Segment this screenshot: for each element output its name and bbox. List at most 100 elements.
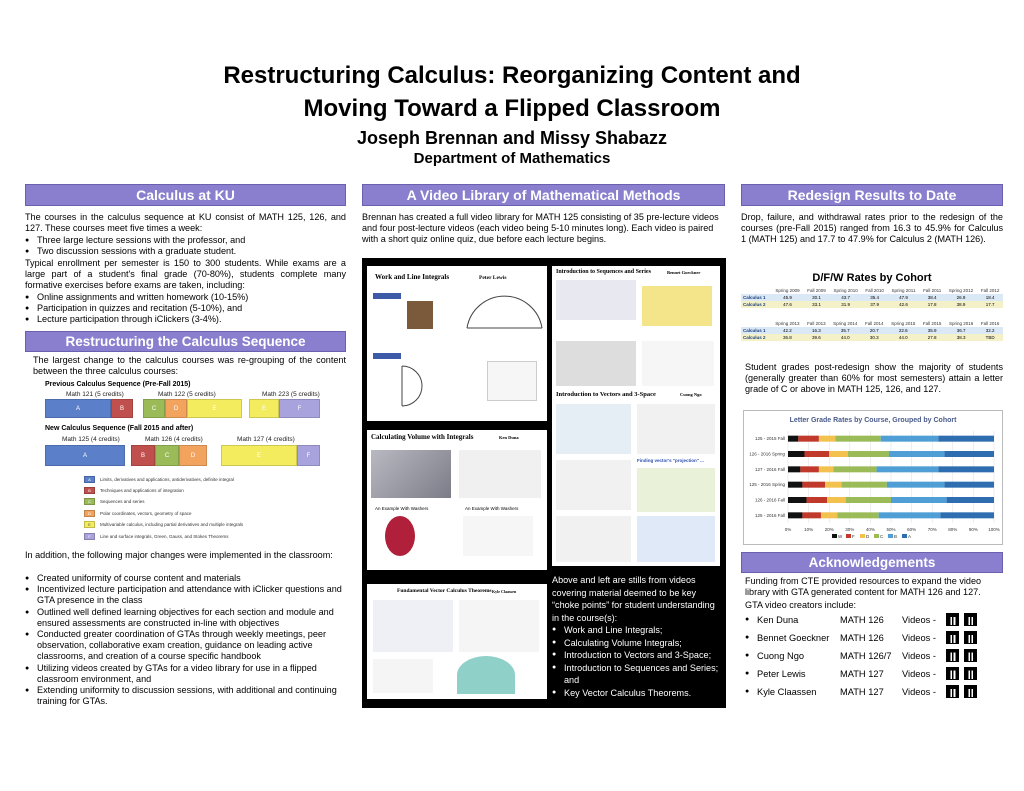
qr-code-icon[interactable] [964, 685, 977, 698]
legend-label: Limits, derivatives and applications, an… [100, 477, 234, 482]
bar-segment [827, 497, 846, 503]
legend-swatch: F [84, 533, 95, 540]
bar-segment [938, 435, 994, 442]
creator-videos: Videos - [902, 632, 936, 643]
bar-segment [878, 512, 941, 519]
slide-tag [373, 293, 401, 299]
table-header: Fall 2014 [864, 321, 884, 326]
legend-label: Multivariable calculus, including partia… [100, 522, 244, 527]
legend-label: Sequences and series [100, 499, 145, 504]
still-author: Peter Lewis [479, 275, 507, 281]
list-item: Two discussion sessions with a graduate … [25, 246, 346, 257]
legend-swatch: E [84, 521, 95, 528]
chart-title: Letter Grade Rates by Course, Grouped by… [790, 417, 958, 424]
list-item: Key Vector Calculus Theorems. [552, 687, 720, 700]
table-header: Fall 2010 [865, 288, 884, 293]
ack-text: Funding from CTE provided resources to e… [745, 576, 982, 598]
qr-code-icon[interactable] [946, 667, 959, 680]
table-cell: 35.9 [927, 328, 937, 333]
still-vectors-3space: Introduction to Vectors and 3-Space Cuon… [552, 388, 720, 518]
qr-code-icon[interactable] [946, 685, 959, 698]
new-sequence-heading: New Calculus Sequence (Fall 2015 and aft… [45, 425, 194, 432]
banner-redesign-results: Redesign Results to Date [741, 184, 1003, 206]
still-title: Work and Line Integrals [375, 273, 450, 281]
x-tick-label: 80% [948, 527, 957, 532]
legend-swatch: D [84, 510, 95, 517]
still-fundamental-theorems: Fundamental Vector Calculus Theorems Kyl… [367, 584, 547, 699]
segment-f: F [279, 399, 320, 418]
segment-b: B [131, 445, 155, 466]
x-tick-label: 70% [928, 527, 937, 532]
bar-segment [940, 512, 994, 519]
list-item: Lecture participation through iClickers … [25, 314, 346, 325]
category-label: 125 - 2015 Fall [755, 436, 785, 441]
legend-swatch [888, 534, 893, 538]
table-cell: 26.9 [956, 295, 966, 300]
bar-segment [880, 435, 939, 442]
list-item: Extending uniformity to discussion sessi… [25, 685, 346, 707]
plot-image [556, 280, 636, 320]
segment-d: D [165, 399, 187, 418]
bar-segment [891, 497, 947, 503]
qr-code-icon[interactable] [946, 649, 959, 662]
qr-code-icon[interactable] [946, 613, 959, 626]
table-cell: 30.1 [812, 295, 821, 300]
qr-code-icon[interactable] [964, 667, 977, 680]
creator-name: Peter Lewis [757, 668, 806, 679]
table-cell: 31.9 [841, 302, 850, 307]
row-label: Calculus 1 [743, 328, 766, 333]
still-title: Introduction to Sequences and Series [556, 269, 651, 275]
formula-box [642, 341, 714, 386]
table-header: Fall 2016 [980, 321, 1000, 326]
bar-segment [944, 451, 994, 457]
segment-d: D [179, 445, 207, 466]
creator-videos: Videos - [902, 650, 936, 661]
bar-segment [800, 466, 819, 473]
table-cell: 16.3 [811, 328, 821, 333]
list-item: Work and Line Integrals; [552, 624, 720, 637]
banner-acknowledgements: Acknowledgements [741, 552, 1003, 573]
bar-segment [804, 451, 830, 457]
table-cell: TBD [985, 335, 995, 340]
video-stills-panel: Work and Line Integrals Peter Lewis Intr… [362, 258, 726, 708]
table-header: Fall 2013 [807, 321, 826, 326]
table-header: Spring 2014 [833, 321, 858, 326]
bar-segment [944, 481, 994, 488]
category-label: 126 - 2016 Fall [755, 498, 785, 503]
qr-code-icon[interactable] [964, 631, 977, 644]
still-title: Fundamental Vector Calculus Theorems [397, 588, 492, 594]
table-cell: 38.3 [956, 335, 966, 340]
qr-code-icon[interactable] [964, 613, 977, 626]
bar-segment [802, 481, 826, 488]
x-tick-label: 60% [907, 527, 916, 532]
legend-swatch: B [84, 487, 95, 494]
bar-segment [788, 512, 803, 519]
still-author: Bennet Goeckner [667, 270, 701, 275]
table-header: Spring 2011 [891, 288, 916, 293]
table-header: Fall 2015 [922, 321, 942, 326]
arc-diagram [466, 295, 543, 329]
qr-code-icon[interactable] [946, 631, 959, 644]
bar-segment [938, 466, 994, 473]
segment-b: B [111, 399, 133, 418]
list-item: ● Bennet Goeckner MATH 126 Videos - [745, 631, 1003, 644]
x-tick-label: 100% [988, 527, 1000, 532]
vector-diagram [637, 468, 715, 512]
legend-swatch [846, 534, 851, 538]
table-row: Calculus 2 36.8 39.6 44.0 30.3 44.0 27.8… [741, 334, 1003, 341]
formula-box [487, 361, 537, 401]
dfw-text: Drop, failure, and withdrawal rates prio… [741, 212, 1003, 245]
qr-code-icon[interactable] [964, 649, 977, 662]
creator-name: Cuong Ngo [757, 650, 805, 661]
video-intro: Brennan has created a full video library… [362, 212, 719, 245]
list-item: ● Ken Duna MATH 126 Videos - [745, 613, 1003, 626]
legend-label: D [866, 534, 870, 539]
still-sequences-series: Introduction to Sequences and Series Ben… [552, 266, 720, 396]
list-item: Incentivized lecture participation and a… [25, 584, 346, 606]
stills-caption: Above and left are stills from videos co… [552, 575, 715, 623]
changes-list: Created uniformity of course content and… [25, 573, 346, 707]
list-item: Online assignments and written homework … [25, 292, 346, 303]
still-title: Introduction to Vectors and 3-Space [556, 391, 656, 398]
segment-a: A [45, 445, 125, 466]
